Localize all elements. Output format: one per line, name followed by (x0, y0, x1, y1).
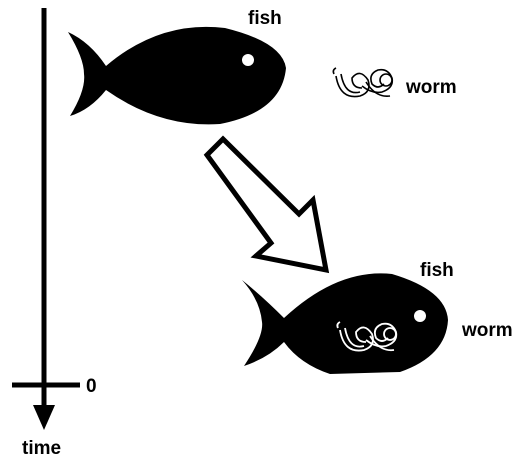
axis-time-label: time (22, 439, 61, 458)
fish-icon (242, 273, 448, 374)
worm-icon (333, 68, 392, 97)
time-axis (12, 8, 80, 430)
fish-icon (68, 27, 286, 125)
fish-label-top: fish (248, 9, 282, 28)
worm-label-top: worm (406, 78, 457, 97)
time-axis-arrowhead-icon (33, 405, 55, 430)
down-right-arrow-icon (207, 139, 326, 270)
worm-label-bottom: worm (462, 321, 513, 340)
axis-zero-label: 0 (86, 377, 97, 396)
fish-label-bottom: fish (420, 261, 454, 280)
